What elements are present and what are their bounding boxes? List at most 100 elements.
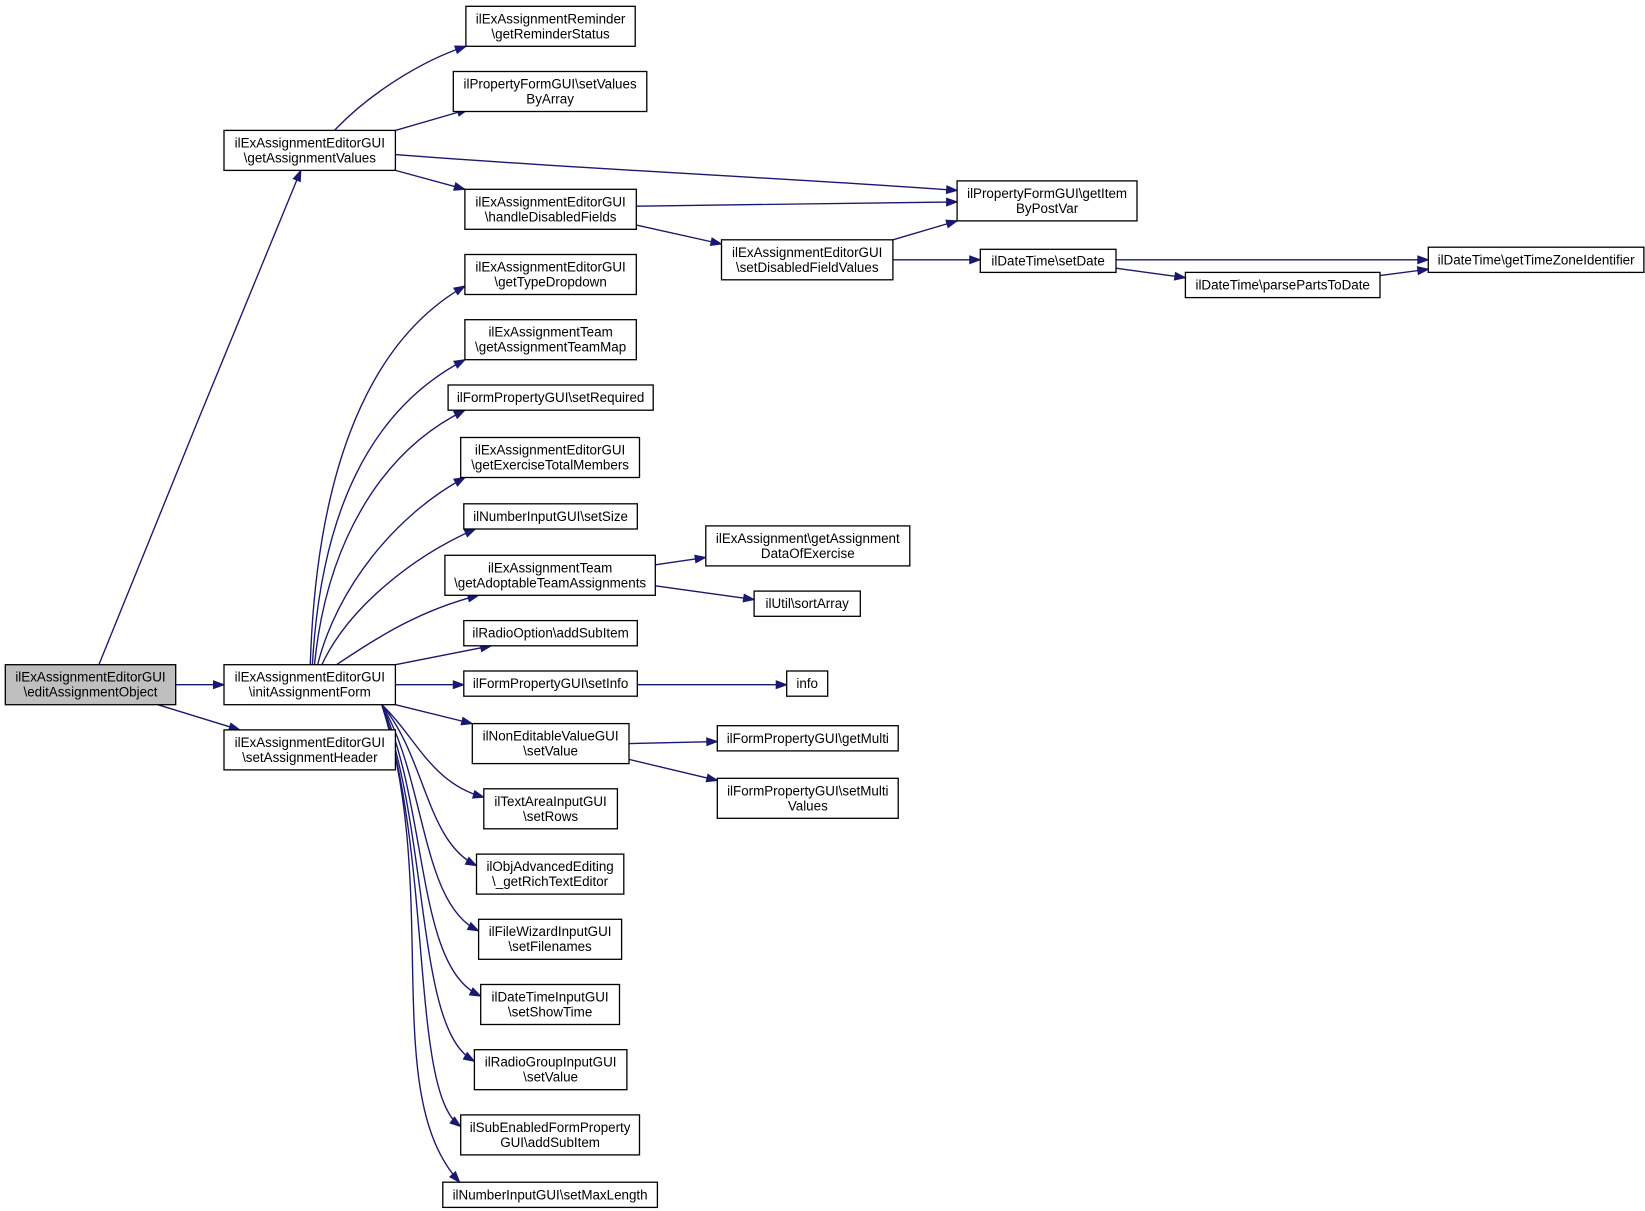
edge-line [892, 220, 958, 241]
node-info[interactable]: info [786, 670, 829, 697]
node-setDate[interactable]: ilDateTime\setDate [979, 248, 1117, 274]
node-getRichTextEditor[interactable]: ilObjAdvancedEditing\_getRichTextEditor [475, 853, 625, 895]
node-setFilenames[interactable]: ilFileWizardInputGUI\setFilenames [477, 918, 623, 960]
node-label: \setFilenames [508, 939, 592, 954]
edge-line [628, 740, 718, 745]
node-label: ilFileWizardInputGUI [489, 924, 612, 939]
node-label: ilRadioGroupInputGUI [485, 1055, 617, 1070]
arrow-head-icon [946, 197, 959, 207]
node-getTypeDropdown[interactable]: ilExAssignmentEditorGUI\getTypeDropdown [464, 253, 637, 296]
node-label: DataOfExercise [761, 546, 855, 561]
node-getExerciseTotalMembers[interactable]: ilExAssignmentEditorGUI\getExerciseTotal… [460, 436, 641, 479]
edge-initAssignmentForm-to-addSubItemRadio [395, 643, 493, 666]
edge-line [313, 409, 466, 665]
arrow-head-icon [468, 987, 483, 997]
node-box [444, 554, 656, 596]
node-label: \setAssignmentHeader [242, 750, 378, 765]
edge-line [395, 153, 958, 192]
node-setSize[interactable]: ilNumberInputGUI\setSize [463, 503, 638, 530]
node-setRows[interactable]: ilTextAreaInputGUI\setRows [483, 788, 619, 830]
node-label: ByArray [526, 92, 574, 107]
node-label: ilExAssignmentEditorGUI [15, 670, 165, 685]
node-initAssignmentForm[interactable]: ilExAssignmentEditorGUI\initAssignmentFo… [223, 664, 397, 706]
node-label: ilNumberInputGUI\setSize [473, 509, 628, 524]
node-label: \setValue [523, 1070, 578, 1085]
node-handleDisabledFields[interactable]: ilExAssignmentEditorGUI\handleDisabledFi… [464, 188, 637, 230]
edge-line [311, 359, 466, 665]
edge-line [628, 758, 718, 782]
arrow-head-icon [463, 528, 477, 538]
node-label: \editAssignmentObject [24, 685, 158, 700]
node-box [223, 664, 397, 706]
node-box [460, 1114, 641, 1156]
node-box [452, 70, 648, 113]
node-box [475, 853, 625, 895]
node-label: \setDisabledFieldValues [736, 260, 879, 275]
node-label: ilFormPropertyGUI\setRequired [457, 390, 645, 405]
node-box [1427, 246, 1645, 274]
node-box [705, 525, 911, 567]
node-sortArray[interactable]: ilUtil\sortArray [753, 590, 861, 617]
arrow-head-icon [969, 255, 982, 265]
node-setMaxLength[interactable]: ilNumberInputGUI\setMaxLength [442, 1181, 659, 1209]
node-label: \getAssignmentTeamMap [475, 340, 626, 355]
edge-edit-to-initAssignmentForm [175, 680, 226, 690]
edge-initAssignmentForm-to-radioGroupSetValue [381, 704, 476, 1063]
node-label: \setValue [523, 744, 578, 759]
arrow-head-icon [464, 856, 478, 867]
edge-line [381, 704, 481, 997]
node-edit[interactable]: ilExAssignmentEditorGUI\editAssignmentOb… [4, 664, 177, 706]
node-parsePartsToDate[interactable]: ilDateTime\parsePartsToDate [1184, 271, 1381, 299]
node-setShowTime[interactable]: ilDateTimeInputGUI\setShowTime [480, 983, 621, 1026]
node-label: ilFormPropertyGUI\setMulti [727, 783, 888, 798]
node-label: ilDateTimeInputGUI [492, 990, 609, 1005]
edge-setDate-to-getTimeZoneIdentifier [1115, 255, 1430, 265]
node-setInfo[interactable]: ilFormPropertyGUI\setInfo [463, 670, 638, 697]
node-getMulti[interactable]: ilFormPropertyGUI\getMulti [716, 725, 899, 752]
edge-handleDisabledFields-to-setDisabledFieldValues [636, 224, 724, 246]
node-getTimeZoneIdentifier[interactable]: ilDateTime\getTimeZoneIdentifier [1427, 246, 1645, 274]
node-setAssignmentHeader[interactable]: ilExAssignmentEditorGUI\setAssignmentHea… [223, 729, 397, 771]
edge-getAdoptableTeamAssignments-to-getAssignmentDataOfExercise [655, 554, 708, 566]
node-box [464, 188, 637, 230]
node-label: ilFormPropertyGUI\setInfo [473, 676, 629, 691]
node-nonEditableSetValue[interactable]: ilNonEditableValueGUI\setValue [471, 722, 630, 765]
node-getAssignmentValues[interactable]: ilExAssignmentEditorGUI\getAssignmentVal… [223, 129, 397, 172]
node-label: ilPropertyFormGUI\getItem [967, 186, 1127, 201]
edge-line [157, 704, 241, 731]
arrow-head-icon [1173, 271, 1187, 281]
edge-line [321, 528, 476, 666]
node-getReminderStatus[interactable]: ilExAssignmentReminder\getReminderStatus [465, 5, 636, 47]
edge-line [98, 170, 302, 665]
node-box [753, 590, 861, 617]
node-label: ilExAssignmentTeam [488, 325, 612, 340]
arrow-head-icon [292, 168, 302, 183]
node-getAssignmentDataOfExercise[interactable]: ilExAssignment\getAssignmentDataOfExerci… [705, 525, 911, 567]
edge-line [381, 704, 484, 798]
node-setRequired[interactable]: ilFormPropertyGUI\setRequired [447, 384, 654, 411]
node-box [223, 129, 397, 172]
edge-setDisabledFieldValues-to-getItemByPostVar [892, 219, 959, 241]
node-setDisabledFieldValues[interactable]: ilExAssignmentEditorGUI\setDisabledField… [720, 239, 894, 281]
node-label: ilExAssignment\getAssignment [716, 531, 900, 546]
node-label: \getAssignmentValues [244, 150, 377, 165]
arrow-head-icon [453, 476, 467, 487]
node-label: \getExerciseTotalMembers [471, 458, 629, 473]
node-box [463, 670, 638, 697]
node-label: ilDateTime\setDate [991, 253, 1104, 268]
node-label: ilExAssignmentReminder [476, 11, 626, 26]
node-box [464, 253, 637, 296]
node-box [477, 918, 623, 960]
edge-getAdoptableTeamAssignments-to-sortArray [655, 585, 756, 603]
node-getAssignmentTeamMap[interactable]: ilExAssignmentTeam\getAssignmentTeamMap [464, 319, 637, 361]
arrow-head-icon [212, 680, 226, 690]
node-label: ilNonEditableValueGUI [483, 729, 619, 744]
node-label: ilNumberInputGUI\setMaxLength [453, 1187, 648, 1202]
node-getAdoptableTeamAssignments[interactable]: ilExAssignmentTeam\getAdoptableTeamAssig… [444, 554, 656, 596]
node-addSubItemRadio[interactable]: ilRadioOption\addSubItem [463, 619, 638, 647]
node-radioGroupSetValue[interactable]: ilRadioGroupInputGUI\setValue [473, 1049, 628, 1091]
